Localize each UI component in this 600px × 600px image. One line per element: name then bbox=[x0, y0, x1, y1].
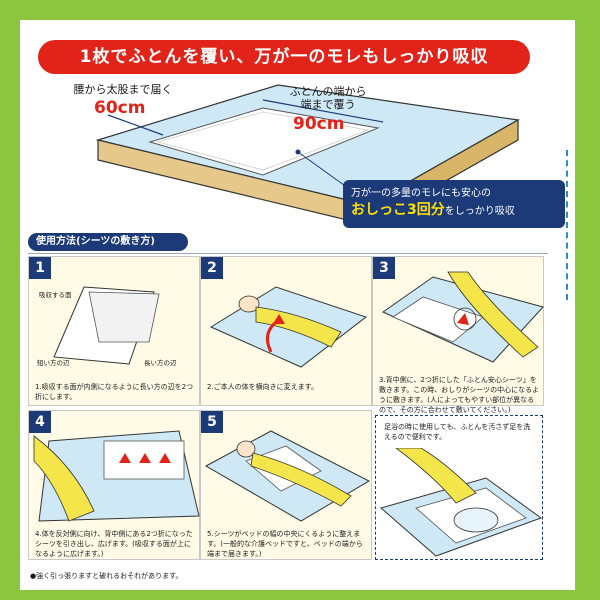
warning-footnote: ●強く引っ張りますと破れるおそれがあります。 bbox=[30, 572, 183, 580]
folded-sheet-illustration bbox=[53, 286, 160, 365]
step-5-panel: 5 5.シーツがベッドの幅の中央にくるように整えます。(一般的な介護ベッドですと… bbox=[200, 410, 372, 560]
section-title: 使用方法(シーツの敷き方) bbox=[28, 233, 188, 251]
step-caption: 3.背中側に、2つ折にした「ふとん安心シーツ」を敷きます。この時、おしりがシーツ… bbox=[379, 376, 540, 414]
step-caption: 4.体を反対側に向け、背中側にある2つ折になったシーツを引き出し、広げます。(吸… bbox=[35, 530, 193, 558]
sheet-placing-illustration bbox=[381, 271, 544, 363]
step-number: 5 bbox=[201, 411, 223, 433]
section-divider bbox=[28, 253, 548, 254]
footbath-note-panel: 足浴の時に使用しても、ふとんを汚さず足を洗えるので便利です。 bbox=[375, 415, 543, 560]
step-4-panel: 4 4.体を反対側に向け、背中側にある2つ折になったシーツを引き出し、広げます。… bbox=[28, 410, 200, 560]
step-caption: 2.ご本人の体を横向きに変えます。 bbox=[207, 383, 318, 391]
step-number: 1 bbox=[29, 257, 51, 279]
patient-lying-illustration bbox=[204, 430, 371, 522]
callout-line1: 万が一の多量のモレにも安心の bbox=[351, 188, 491, 199]
step-number: 2 bbox=[201, 257, 223, 279]
callout-highlight: おしっこ3回分 bbox=[351, 202, 445, 218]
label-waist-thigh: 腰から太股まで届く bbox=[73, 83, 173, 96]
label-edge-2: 端まで覆う bbox=[300, 98, 356, 111]
label-absorb-side: 吸収する面 bbox=[39, 291, 72, 299]
step-caption: 5.シーツがベッドの幅の中央にくるように整えます。(一般的な介護ベッドですと、ベ… bbox=[207, 530, 363, 558]
sheet-spreading-illustration bbox=[33, 430, 200, 522]
absorb-callout: 万が一の多量のモレにも安心の おしっこ3回分をしっかり吸収 bbox=[343, 180, 565, 228]
label-edge-1: ふとんの端から bbox=[289, 85, 367, 98]
label-long-edge: 長い方の辺 bbox=[144, 359, 177, 367]
bed-sheet-illustration bbox=[95, 84, 520, 227]
label-short-edge: 短い方の辺 bbox=[37, 359, 70, 367]
step-3-panel: 3 3.背中側に、2つ折にした「ふとん安心シーツ」を敷きます。この時、おしりがシ… bbox=[372, 256, 544, 414]
size-90cm: 90cm bbox=[293, 114, 345, 134]
step-number: 3 bbox=[373, 257, 395, 279]
footbath-illustration bbox=[379, 448, 543, 557]
step-2-panel: 2 2.ご本人の体を横向きに変えます。 bbox=[200, 256, 372, 406]
hero-illustration: 腰から太股まで届く 60cm ふとんの端から 端まで覆う 90cm 万が一の多量… bbox=[38, 80, 565, 228]
dashed-guide bbox=[566, 150, 576, 300]
callout-tail: をしっかり吸収 bbox=[444, 206, 515, 217]
headline-banner: 1枚でふとんを覆い、万が一のモレもしっかり吸収 bbox=[38, 40, 530, 74]
footbath-note: 足浴の時に使用しても、ふとんを汚さず足を洗えるので便利です。 bbox=[384, 423, 531, 441]
step-caption: 1.吸収する面が内側になるように長い方の辺を2つ折にします。 bbox=[35, 383, 194, 401]
step-number: 4 bbox=[29, 411, 51, 433]
patient-turning-illustration bbox=[209, 286, 368, 368]
size-60cm: 60cm bbox=[94, 98, 146, 118]
step-1-panel: 1 吸収する面 短い方の辺 長い方の辺 1.吸収する面が内側になるように長い方の… bbox=[28, 256, 200, 406]
